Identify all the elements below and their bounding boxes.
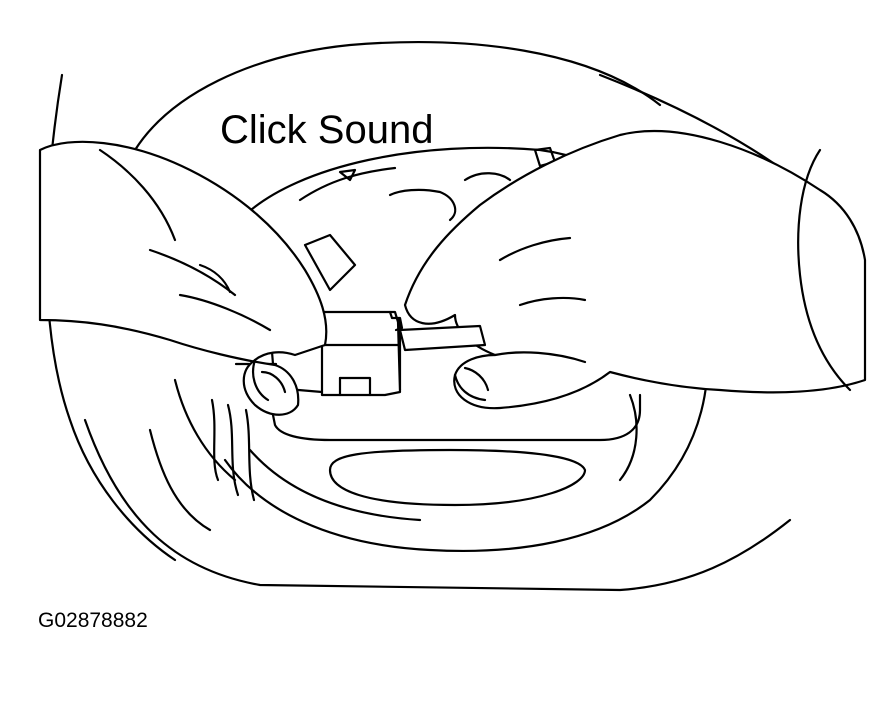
right-hand bbox=[403, 130, 867, 410]
tray bbox=[268, 393, 642, 482]
wire-harness bbox=[210, 398, 256, 502]
left-hand bbox=[38, 140, 328, 416]
housing-outline bbox=[45, 41, 812, 592]
oval-slot bbox=[328, 448, 587, 507]
figure-id: G02878882 bbox=[38, 609, 148, 632]
click-sound-label: Click Sound bbox=[220, 108, 434, 152]
